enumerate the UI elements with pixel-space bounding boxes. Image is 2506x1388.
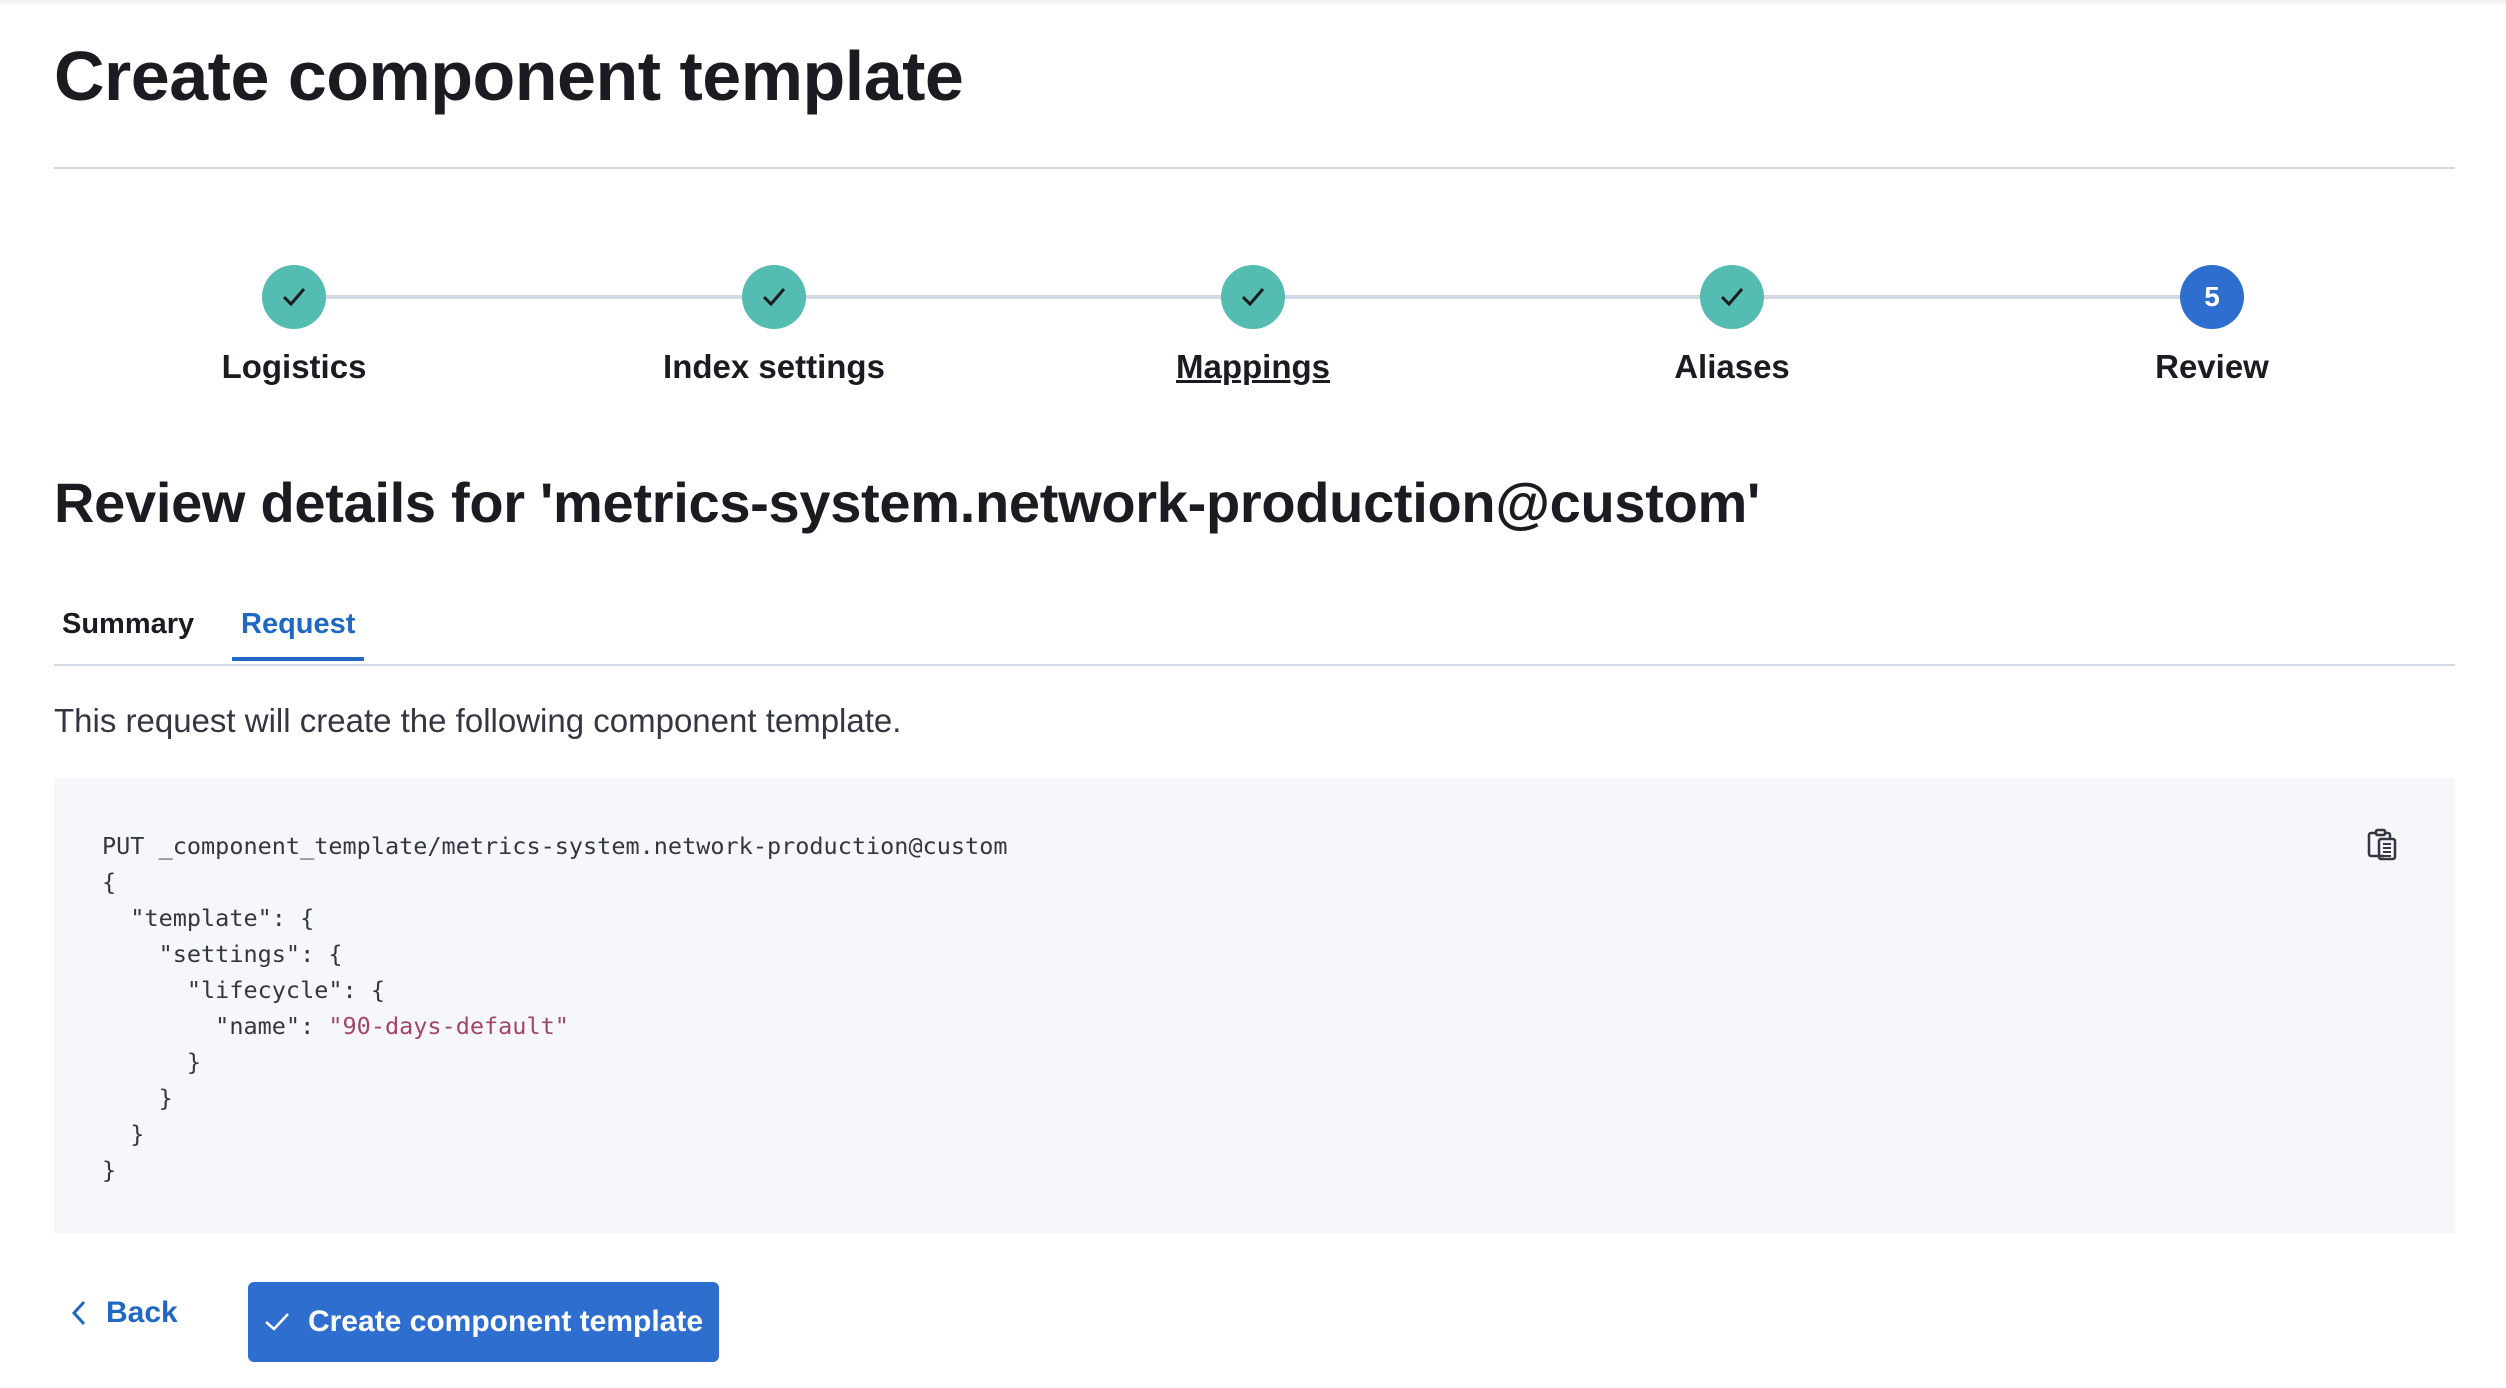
check-icon xyxy=(265,1313,289,1331)
code-key: "name": xyxy=(102,1012,329,1040)
review-tabs: Summary Request xyxy=(54,600,2455,666)
step-label-mappings[interactable]: Mappings xyxy=(1176,348,1330,385)
step-label-logistics[interactable]: Logistics xyxy=(221,348,367,385)
chevron-left-icon xyxy=(71,1300,86,1326)
step-label-index-settings[interactable]: Index settings xyxy=(663,348,885,385)
request-description: This request will create the following c… xyxy=(54,702,902,739)
top-shadow xyxy=(0,0,2506,6)
request-line: PUT _component_template/metrics-system.n… xyxy=(102,832,1008,860)
tab-summary[interactable]: Summary xyxy=(62,608,195,640)
code-line: } xyxy=(102,1084,173,1112)
code-line: "lifecycle": { xyxy=(102,976,385,1004)
step-1-check-icon[interactable] xyxy=(262,265,326,329)
step-2-check-icon[interactable] xyxy=(742,265,806,329)
step-4-check-icon[interactable] xyxy=(1700,265,1764,329)
step-5-number: 5 xyxy=(2180,265,2244,329)
step-label-aliases[interactable]: Aliases xyxy=(1674,348,1790,385)
step-3-check-icon[interactable] xyxy=(1221,265,1285,329)
create-component-template-button[interactable]: Create component template xyxy=(248,1282,719,1362)
back-button[interactable]: Back xyxy=(70,1296,178,1330)
back-label: Back xyxy=(106,1296,178,1329)
code-line: } xyxy=(102,1156,117,1184)
step-label-review: Review xyxy=(2155,348,2269,385)
clipboard-icon[interactable] xyxy=(2366,828,2406,868)
code-string-value: "90-days-default" xyxy=(328,1012,569,1040)
code-line: "settings": { xyxy=(102,940,343,968)
review-heading: Review details for 'metrics-system.netwo… xyxy=(54,471,1760,534)
request-code-block: PUT _component_template/metrics-system.n… xyxy=(54,778,2455,1233)
page-title: Create component template xyxy=(54,37,964,115)
code-content: PUT _component_template/metrics-system.n… xyxy=(102,828,1007,1188)
create-label: Create component template xyxy=(307,1305,704,1338)
tab-request[interactable]: Request xyxy=(232,608,365,661)
code-line: "template": { xyxy=(102,904,315,932)
code-line: { xyxy=(102,868,117,896)
code-line: } xyxy=(102,1048,202,1076)
title-divider xyxy=(54,167,2455,169)
code-line: } xyxy=(102,1120,145,1148)
